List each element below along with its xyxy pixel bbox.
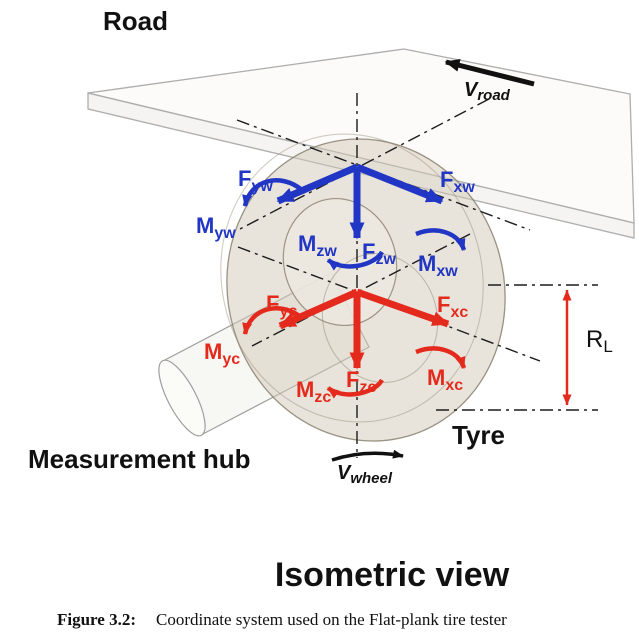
contact-system-arrows	[242, 288, 467, 399]
fxw-label: Fxw	[440, 167, 475, 196]
tire	[220, 133, 506, 442]
v-wheel-arrow	[331, 449, 404, 462]
contact-system-labels: Fyc Fxc Myc Mzc Fzc Mxc	[204, 291, 468, 406]
loaded-radius-label: RL	[586, 326, 613, 356]
wheel-system-arrows	[242, 163, 467, 271]
hub-cylinder-endcap	[158, 359, 206, 437]
fyw-label: Fyw	[238, 166, 273, 195]
tire-near-rim-edge	[321, 253, 439, 383]
wheel-system-labels: Fyw Fxw Myw Mzw Fzw Mxw	[196, 166, 475, 280]
fyw-arrow	[276, 163, 359, 205]
mxc-label: Mxc	[427, 365, 463, 394]
fyc-label: Fyc	[266, 291, 297, 320]
tyre-label: Tyre	[452, 420, 505, 450]
fyc-arrow	[278, 288, 359, 330]
v-wheel-label: Vwheel	[337, 462, 393, 487]
mzc-moment-arrow	[326, 378, 384, 399]
view-title: Isometric view	[275, 556, 510, 594]
figure-caption-number: Figure 3.2:	[57, 610, 136, 629]
tire-far-tread-edge	[220, 133, 484, 423]
v-road-arrow	[444, 58, 535, 87]
mxw-label: Mxw	[418, 251, 458, 280]
road-label: Road	[103, 6, 168, 36]
fxc-arrow	[355, 288, 450, 328]
mzw-moment-arrow	[326, 250, 384, 271]
mxc-moment-arrow	[415, 346, 467, 369]
myw-label: Myw	[196, 213, 236, 242]
measurement-hub-label: Measurement hub	[28, 444, 251, 474]
mxw-moment-arrow	[415, 228, 467, 251]
myw-moment-arrow	[242, 178, 304, 207]
fzc-label: Fzc	[346, 367, 376, 396]
mzw-label: Mzw	[298, 231, 337, 260]
myc-moment-arrow	[242, 306, 304, 335]
v-road-label: Vroad	[464, 79, 511, 104]
mzc-label: Mzc	[296, 377, 331, 406]
fxc-label: Fxc	[437, 292, 468, 321]
fxw-arrow	[355, 163, 444, 205]
figure-caption-text: Coordinate system used on the Flat-plank…	[156, 610, 507, 629]
fzw-label: Fzw	[362, 239, 396, 268]
figure-caption: Figure 3.2: Coordinate system used on th…	[57, 610, 507, 629]
wheel-y-axis-line	[239, 98, 490, 230]
myc-label: Myc	[204, 339, 240, 368]
